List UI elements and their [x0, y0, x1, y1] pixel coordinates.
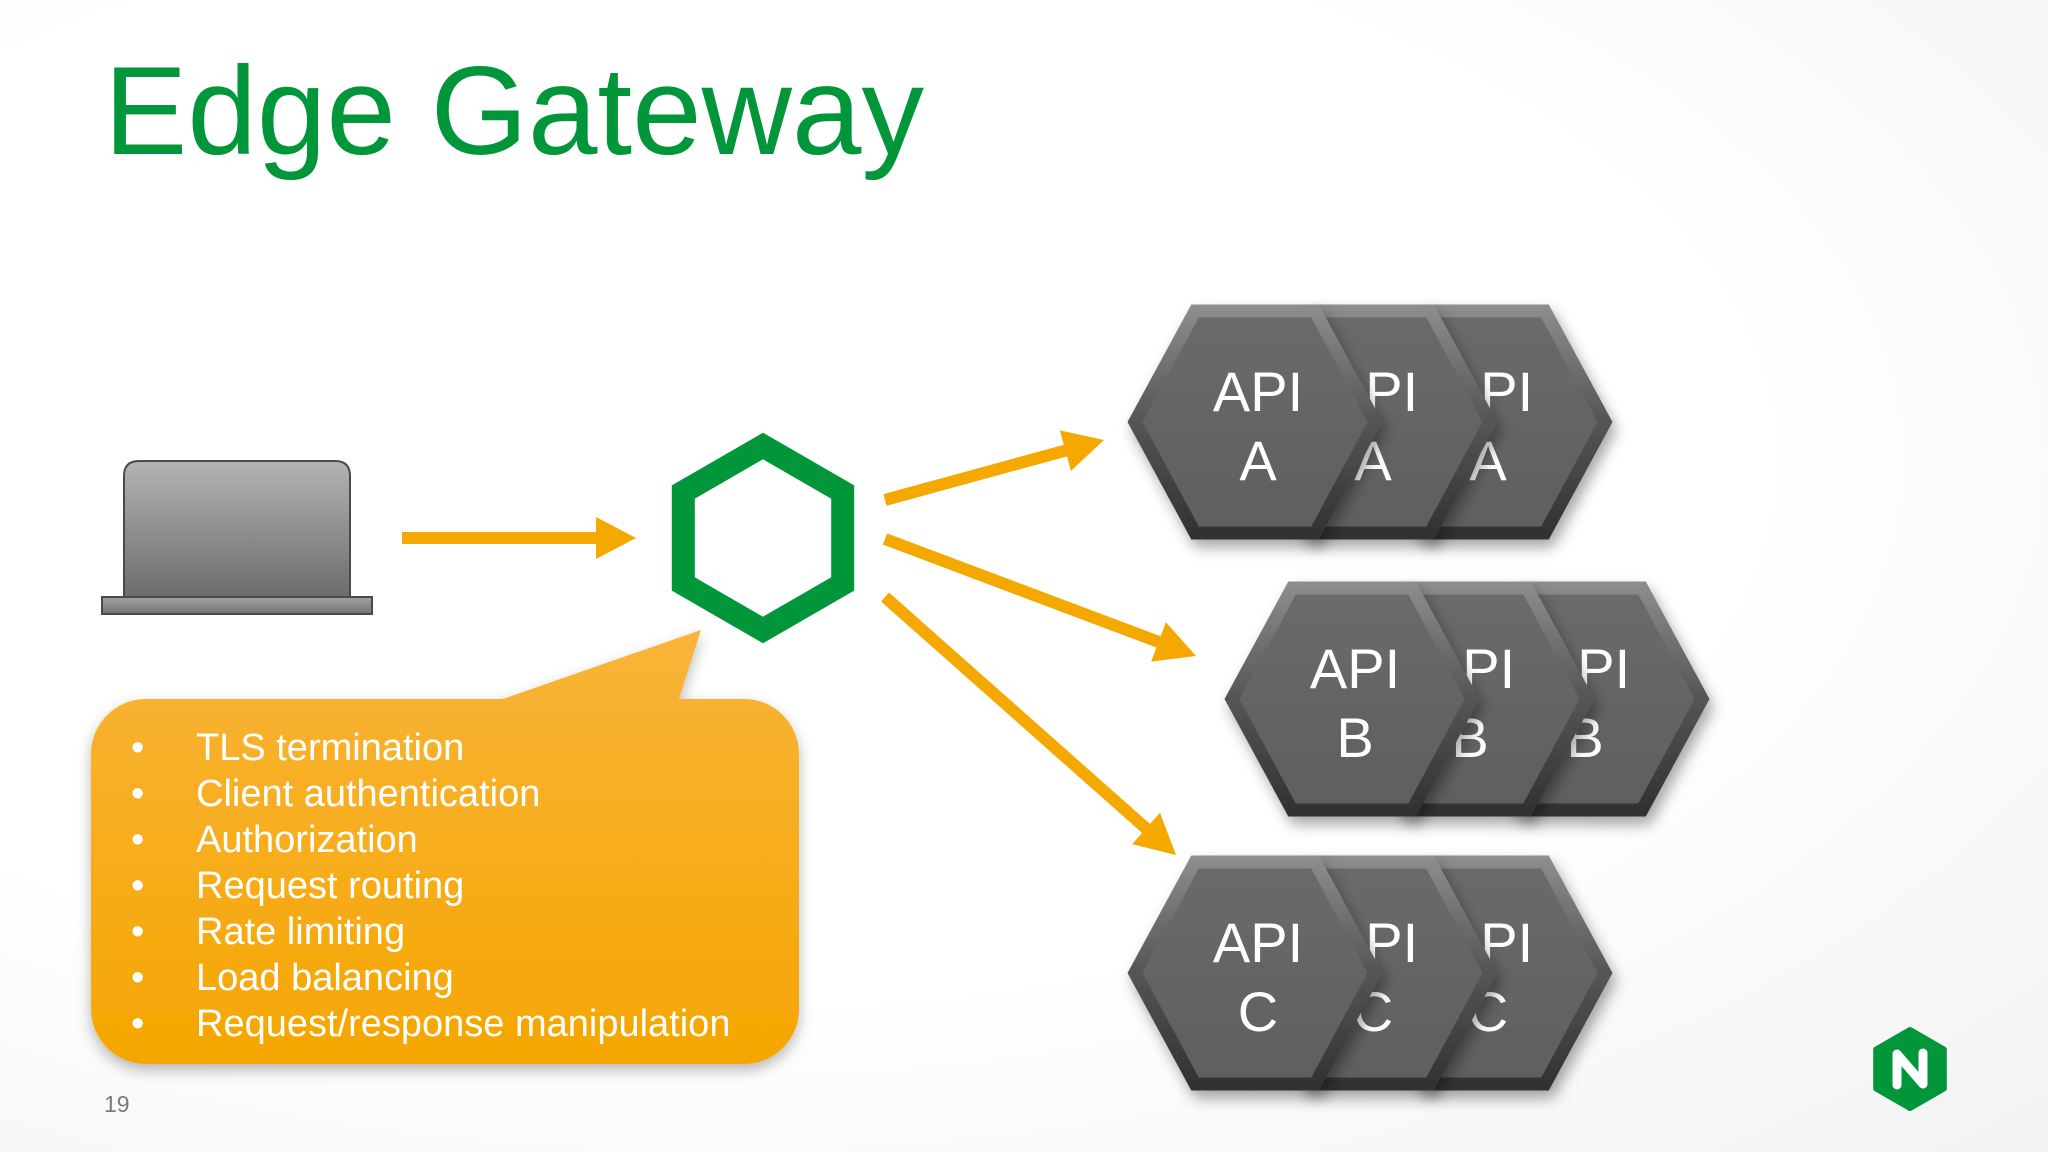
bullet-marker: •: [131, 773, 144, 815]
page-number: 19: [104, 1091, 130, 1117]
list-item: • Rate limiting: [131, 911, 405, 953]
laptop-icon: [101, 460, 373, 615]
list-item-label: Request/response manipulation: [196, 1003, 730, 1045]
list-item-label: TLS termination: [196, 727, 464, 769]
nginx-logo-letter: [1892, 1048, 1928, 1090]
arrow-head: [1059, 430, 1104, 471]
feature-callout: • TLS termination • Client authenticatio…: [91, 630, 799, 1064]
list-item-label: Request routing: [196, 865, 464, 907]
list-item: • TLS termination: [131, 727, 464, 769]
bullet-marker: •: [131, 1003, 144, 1045]
callout-bullet-list: • TLS termination • Client authenticatio…: [131, 727, 730, 1045]
gateway-hexagon-icon: [671, 432, 855, 644]
arrow-gateway-to-api-a: [883, 430, 1104, 506]
slide-title: Edge Gateway: [104, 42, 924, 181]
list-item-label: Rate limiting: [196, 911, 405, 953]
arrow-gateway-to-api-c: [881, 592, 1176, 855]
bullet-marker: •: [131, 865, 144, 907]
list-item: • Request/response manipulation: [131, 1003, 730, 1045]
arrow-head: [1132, 812, 1176, 855]
list-item: • Load balancing: [131, 957, 454, 999]
hexagon-face: [1142, 868, 1368, 1078]
flow-arrows: [402, 430, 1196, 855]
api-label: API: [1213, 360, 1303, 423]
arrow-head: [1151, 622, 1196, 662]
arrow-shaft: [883, 444, 1069, 506]
api-label: API: [1310, 637, 1400, 700]
list-item-label: Authorization: [196, 819, 418, 861]
nginx-logo-icon: [1873, 1027, 1947, 1111]
laptop-base: [101, 596, 373, 615]
callout-bubble: [91, 630, 799, 1064]
list-item-label: Client authentication: [196, 773, 540, 815]
bullet-marker: •: [131, 911, 144, 953]
list-item: • Request routing: [131, 865, 464, 907]
api-name-label: A: [1239, 429, 1277, 492]
hexagon-face: [1142, 317, 1368, 527]
arrow-head: [596, 517, 636, 559]
bullet-marker: •: [131, 819, 144, 861]
arrow-client-to-gateway: [402, 517, 636, 559]
list-item: • Client authentication: [131, 773, 540, 815]
list-item: • Authorization: [131, 819, 418, 861]
api-name-label: B: [1336, 706, 1373, 769]
bullet-marker: •: [131, 957, 144, 999]
bullet-marker: •: [131, 727, 144, 769]
api-name-label: C: [1238, 980, 1278, 1043]
arrow-shaft: [882, 533, 1163, 649]
hexagon-face: [1239, 594, 1465, 804]
api-label: API: [1213, 911, 1303, 974]
arrow-shaft: [881, 592, 1152, 835]
laptop-screen: [123, 460, 351, 598]
list-item-label: Load balancing: [196, 957, 454, 999]
arrow-gateway-to-api-b: [882, 533, 1196, 662]
